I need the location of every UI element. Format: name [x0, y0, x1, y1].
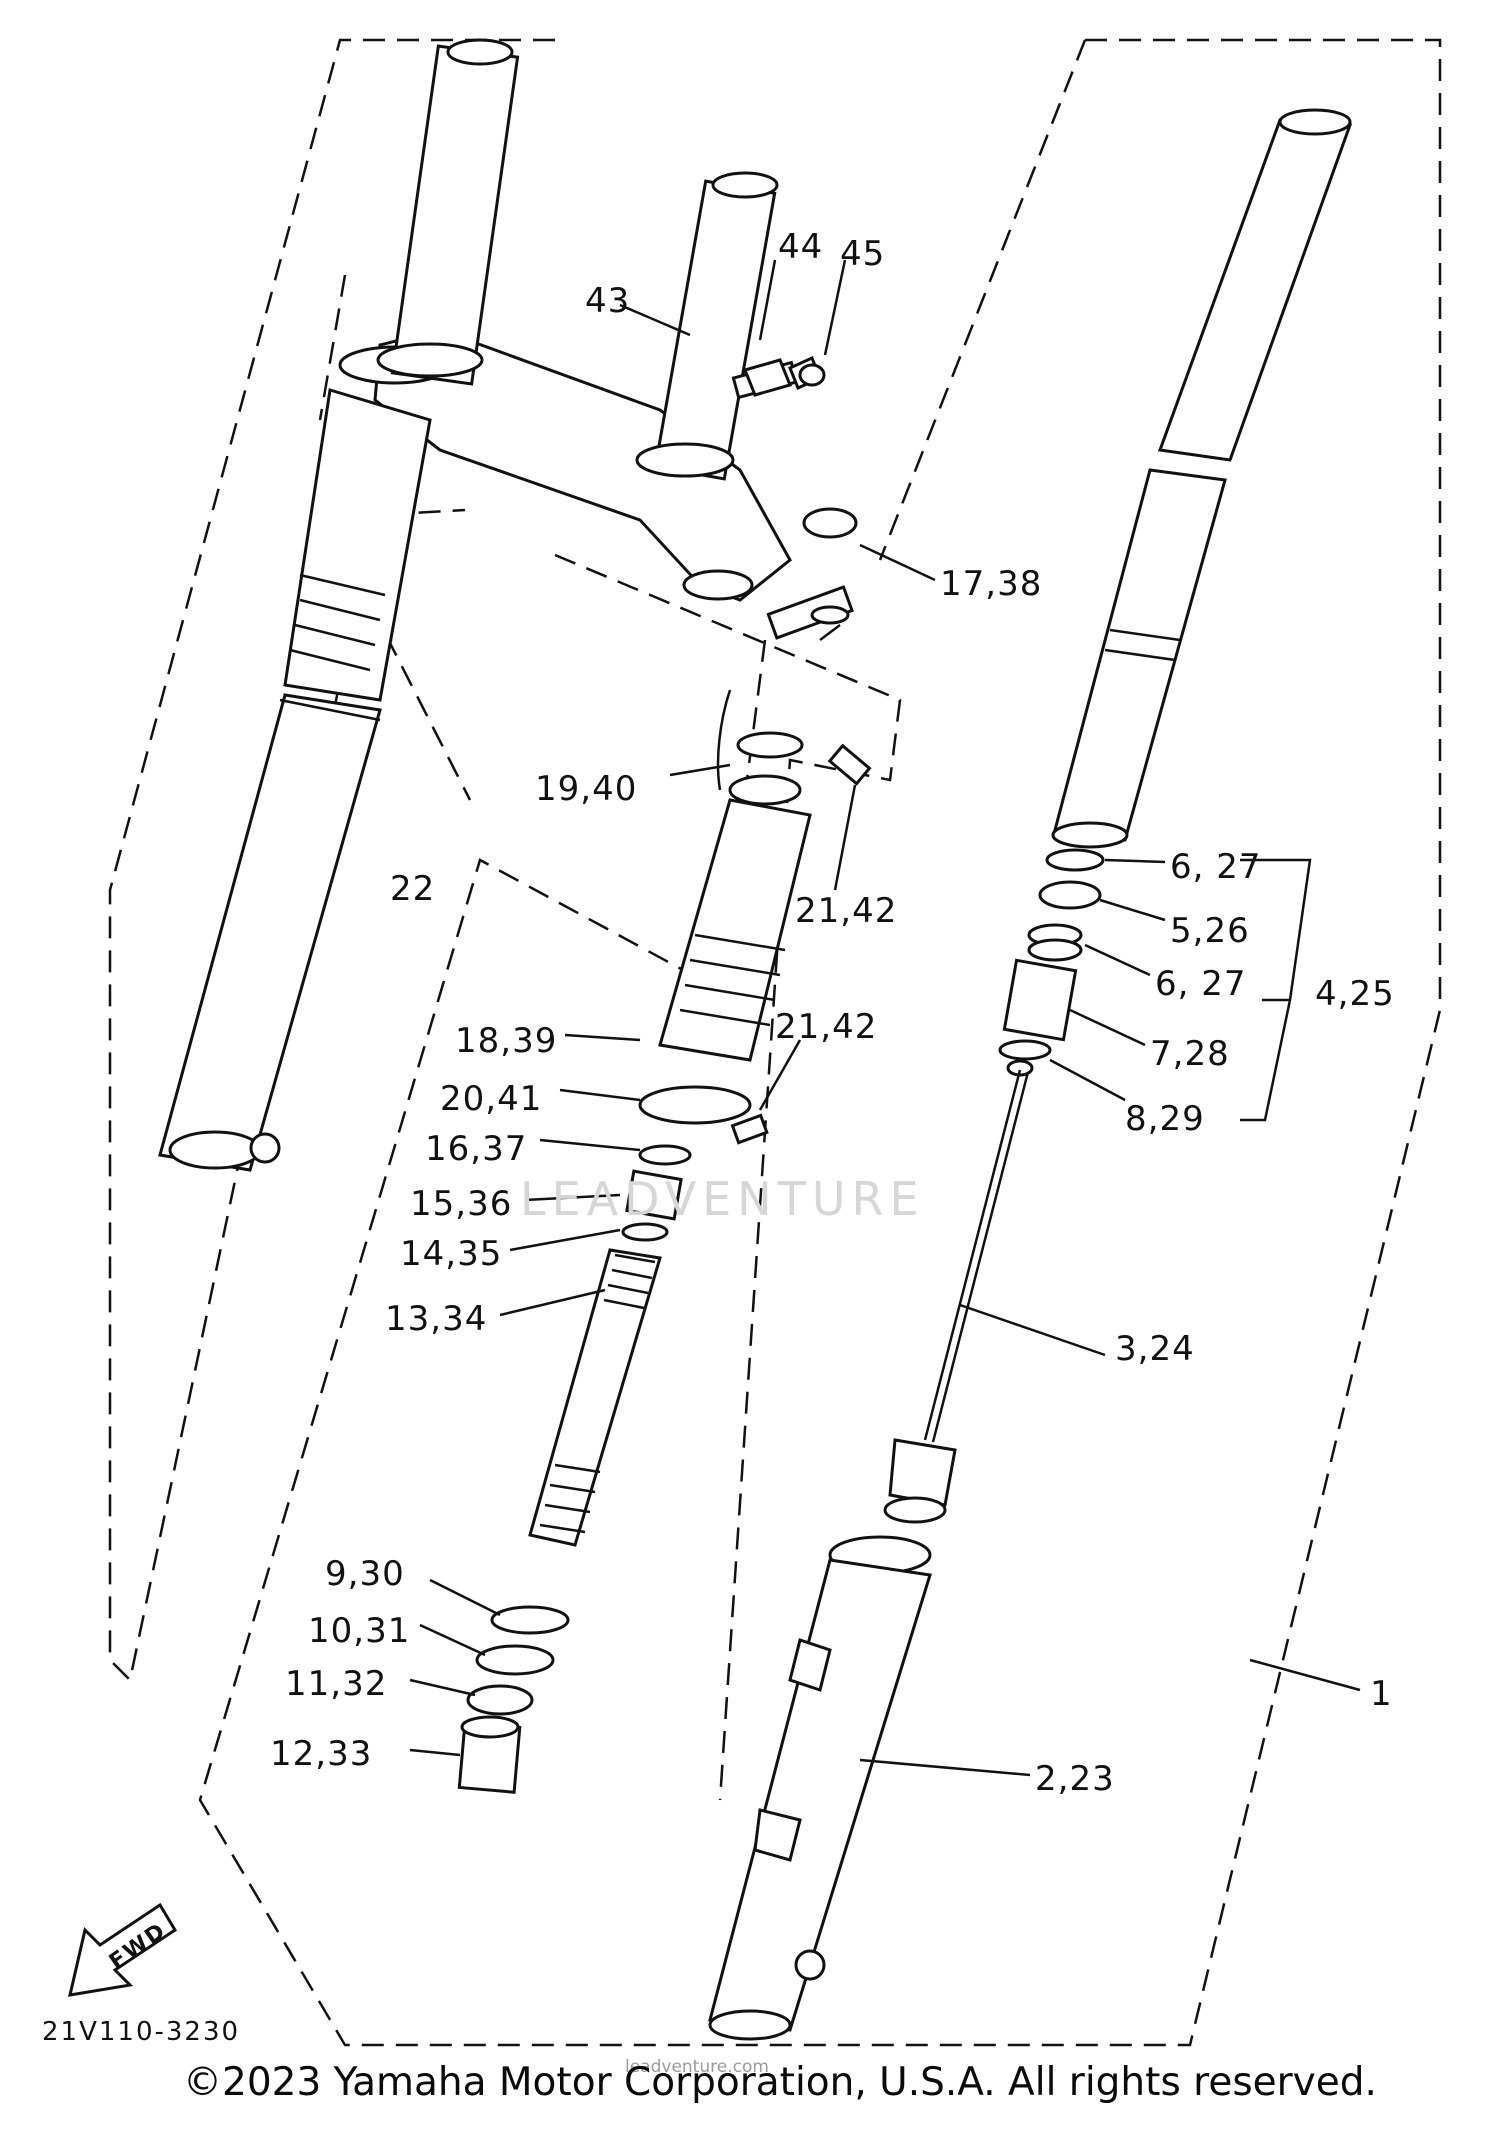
callout-8-29: 8,29 [1125, 1099, 1205, 1139]
callout-15-36: 15,36 [410, 1184, 512, 1224]
bracket-outline [318, 274, 347, 421]
callout-9-30: 9,30 [325, 1554, 405, 1594]
callout-2-23: 2,23 [1035, 1759, 1115, 1799]
callout-21-42-lower: 21,42 [775, 1007, 877, 1047]
callout-4-25: 4,25 [1315, 974, 1395, 1014]
left-fork [158, 38, 520, 1172]
callout-10-31: 10,31 [308, 1611, 410, 1651]
callout-22: 22 [390, 869, 435, 909]
upper-bracket [338, 328, 854, 641]
right-fork-outline [198, 38, 1442, 2047]
callout-5-26: 5,26 [1170, 911, 1250, 951]
center-stack [457, 689, 812, 1794]
right-fork-upper [1051, 108, 1353, 849]
steering-stem [635, 171, 822, 481]
callout-20-41: 20,41 [440, 1079, 542, 1119]
callout-43: 43 [585, 281, 630, 321]
callout-17-38: 17,38 [940, 564, 1042, 604]
callout-21-42-upper: 21,42 [795, 891, 897, 931]
diagram-code: 21V110-3230 [42, 2017, 240, 2047]
callout-6-27-lower: 6, 27 [1155, 964, 1247, 1004]
copyright-notice: ©2023 Yamaha Motor Corporation, U.S.A. A… [183, 2060, 1377, 2105]
callout-19-40: 19,40 [535, 769, 637, 809]
watermark-text: LEADVENTURE [520, 1172, 925, 1226]
callout-7-28: 7,28 [1150, 1034, 1230, 1074]
right-seal-stack [998, 848, 1105, 1077]
bolts [730, 358, 872, 1145]
callout-18-39: 18,39 [455, 1021, 557, 1061]
watermark-url: leadventure.com [625, 2057, 769, 2077]
leader-lines [409, 259, 1361, 1777]
callout-1: 1 [1370, 1674, 1393, 1714]
left-fork-outline [108, 38, 555, 1683]
damper-rod [883, 1069, 1030, 1524]
callout-3-24: 3,24 [1115, 1329, 1195, 1369]
callout-6-27-upper: 6, 27 [1170, 847, 1262, 887]
callout-16-37: 16,37 [425, 1129, 527, 1169]
callouts: 43 44 45 17,38 19,40 21,42 22 6, 27 5,26… [270, 227, 1395, 1799]
callout-14-35: 14,35 [400, 1234, 502, 1274]
callout-12-33: 12,33 [270, 1734, 372, 1774]
callout-45: 45 [840, 234, 885, 274]
callout-13-34: 13,34 [385, 1299, 487, 1339]
fwd-arrow: FWD [68, 1902, 178, 1997]
watermark: LEADVENTURE leadventure.com [520, 1172, 925, 2077]
callout-11-32: 11,32 [285, 1664, 387, 1704]
callout-44: 44 [778, 227, 823, 267]
center-group-outline [554, 553, 902, 1801]
right-lower-tube [708, 1535, 932, 2041]
right-inner-outline [878, 39, 1087, 561]
